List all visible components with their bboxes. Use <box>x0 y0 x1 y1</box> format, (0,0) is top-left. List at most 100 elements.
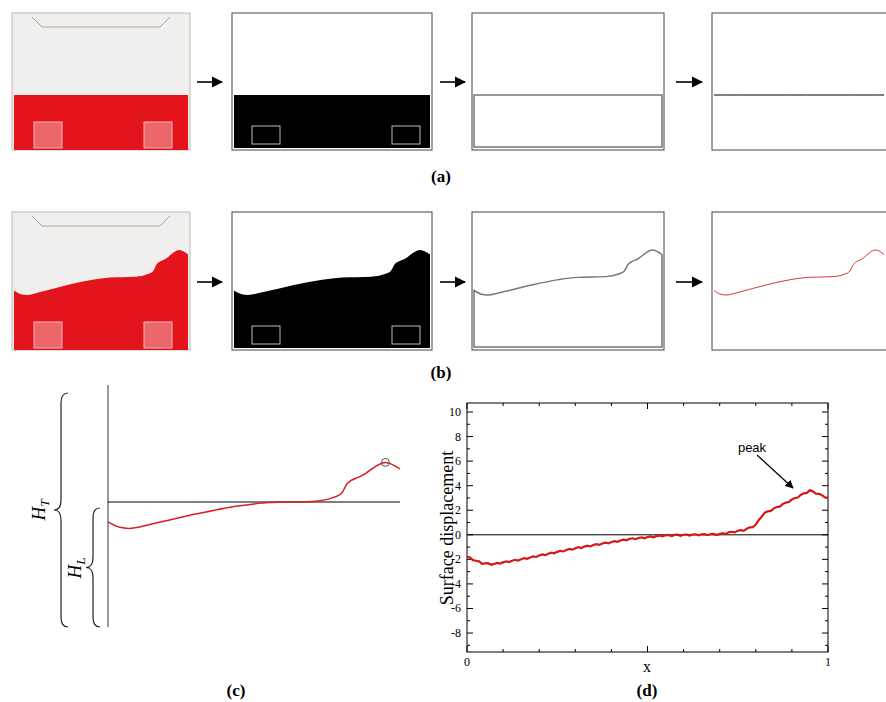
height-symbol: HL <box>65 557 87 578</box>
tick-label: -2 <box>451 553 461 565</box>
x-tick <box>791 403 792 406</box>
process-arrow <box>676 281 702 283</box>
axis-title: x <box>643 659 651 675</box>
x-tick <box>828 403 829 409</box>
x-tick <box>575 649 576 652</box>
block-outline <box>252 326 280 344</box>
y-tick <box>467 571 470 572</box>
y-tick <box>822 583 828 584</box>
y-tick <box>822 510 828 511</box>
y-tick <box>822 412 828 413</box>
tick-label: -4 <box>451 578 461 590</box>
y-tick <box>467 645 470 646</box>
y-tick <box>467 522 470 523</box>
edge-outline <box>474 95 662 147</box>
annotation: peak <box>738 441 766 454</box>
x-tick <box>503 649 504 652</box>
y-tick <box>467 461 473 462</box>
x-tick <box>683 403 684 406</box>
reference-vertical <box>107 385 108 627</box>
y-tick <box>467 620 470 621</box>
red-liquid <box>14 95 188 150</box>
y-tick <box>825 448 828 449</box>
process-arrow <box>440 81 465 83</box>
y-tick <box>822 633 828 634</box>
x-tick <box>503 403 504 406</box>
surface-curve <box>108 462 400 528</box>
x-tick <box>828 646 829 652</box>
binary-liquid <box>234 250 430 348</box>
y-tick <box>467 633 473 634</box>
peak-marker <box>381 458 389 466</box>
surface-panel <box>712 13 886 150</box>
x-tick <box>719 649 720 652</box>
red-liquid <box>14 250 188 350</box>
baffle-block <box>34 122 62 148</box>
tick-label: 8 <box>455 431 461 443</box>
y-tick <box>467 473 470 474</box>
process-arrow <box>197 281 222 283</box>
x-tick <box>791 649 792 652</box>
symbol-base: H <box>64 565 85 579</box>
zero-line <box>467 534 828 535</box>
tick-label: 6 <box>455 455 461 467</box>
binary-liquid <box>234 95 430 148</box>
x-tick <box>539 403 540 406</box>
y-tick <box>467 448 470 449</box>
panel-label: (c) <box>227 682 246 699</box>
y-tick <box>822 534 828 535</box>
y-tick <box>825 596 828 597</box>
y-tick <box>825 620 828 621</box>
y-tick <box>467 424 470 425</box>
process-arrow <box>440 281 465 283</box>
block-outline <box>392 126 420 144</box>
tick-label: 10 <box>449 406 461 418</box>
drawn-curves <box>12 13 886 652</box>
surface-line <box>714 95 884 96</box>
y-tick <box>822 461 828 462</box>
still-water-line <box>108 502 400 503</box>
y-tick <box>467 608 473 609</box>
height-brace <box>54 393 68 627</box>
tick-label: 1 <box>825 656 831 668</box>
x-tick <box>719 403 720 406</box>
edge-panel <box>472 13 664 150</box>
panel-label: (a) <box>431 168 451 185</box>
process-arrow <box>197 81 222 83</box>
tick-label: -8 <box>451 627 461 639</box>
edge-outline <box>474 250 662 347</box>
y-tick <box>825 645 828 646</box>
binary-panel <box>232 13 432 150</box>
y-tick <box>467 436 473 437</box>
symbol-base: H <box>28 507 49 521</box>
y-tick <box>467 547 470 548</box>
tank-support <box>32 216 170 226</box>
x-tick <box>647 403 648 409</box>
x-tick <box>575 403 576 406</box>
baffle-block <box>144 322 172 348</box>
height-brace <box>86 508 100 627</box>
y-tick <box>825 571 828 572</box>
tick-label: 0 <box>455 529 461 541</box>
process-arrow <box>676 81 702 83</box>
y-tick <box>467 510 473 511</box>
y-tick <box>467 485 473 486</box>
y-tick <box>822 436 828 437</box>
surface-line <box>714 250 884 295</box>
y-tick <box>825 424 828 425</box>
displacement-curve <box>467 490 828 565</box>
y-tick <box>467 596 470 597</box>
y-tick <box>467 534 473 535</box>
x-tick <box>611 649 612 652</box>
y-tick <box>825 473 828 474</box>
y-tick <box>467 497 470 498</box>
panel-label: (b) <box>431 364 452 381</box>
x-tick <box>467 403 468 409</box>
y-tick <box>825 547 828 548</box>
tick-label: 2 <box>455 504 461 516</box>
y-tick <box>822 559 828 560</box>
y-tick <box>822 485 828 486</box>
y-tick <box>467 412 473 413</box>
x-tick <box>539 649 540 652</box>
